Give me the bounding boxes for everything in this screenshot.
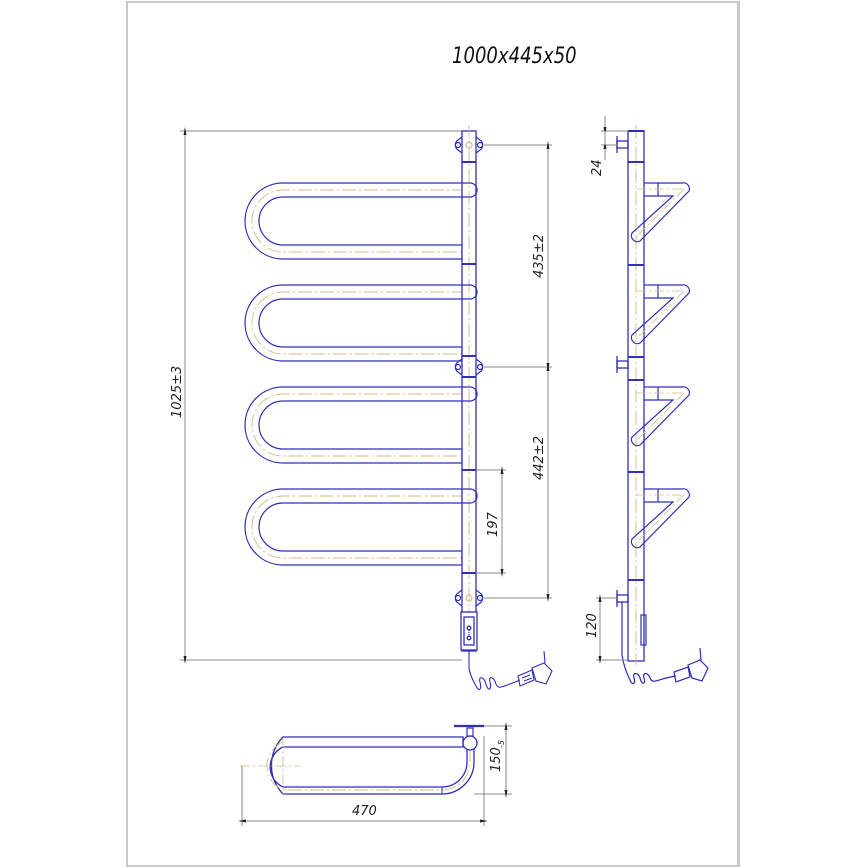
loop-4	[244, 488, 478, 566]
heater-control-box	[460, 611, 478, 651]
dim-side-bottom-label: 120	[585, 613, 600, 638]
side-arms	[630, 182, 690, 549]
top-loop	[240, 724, 484, 796]
side-arm-4	[630, 488, 690, 549]
top-view: 150 -5 470	[238, 722, 512, 826]
loop-1	[244, 182, 478, 260]
drawing-title: 1000x445x50	[452, 44, 577, 69]
dim-loop-pitch-label: 197	[486, 511, 501, 537]
side-riser	[627, 125, 645, 665]
dim-top-depth-tolerance: -5	[497, 740, 506, 748]
dim-lower-spacing-label: 442±2	[532, 436, 547, 480]
dim-top-width-label: 470	[352, 804, 377, 819]
side-arm-3	[630, 386, 690, 447]
dim-upper-spacing-label: 435±2	[532, 234, 547, 278]
loop-2	[244, 284, 478, 362]
dimension-loop-pitch	[476, 466, 506, 577]
side-view: 24 120	[585, 116, 709, 685]
dimension-top-width	[238, 736, 488, 826]
dimension-side-bottom	[596, 594, 628, 664]
power-cord-front	[468, 650, 553, 691]
dim-top-depth-value: 150	[489, 747, 504, 772]
side-arm-1	[630, 182, 690, 243]
side-wall-mounts	[616, 136, 629, 607]
dimension-top-depth	[474, 722, 512, 798]
side-arm-2	[630, 284, 690, 345]
dim-side-top-label: 24	[590, 159, 605, 176]
wall-mount-bottom	[454, 589, 484, 607]
dimension-side-top	[601, 116, 628, 160]
riser-pipe	[461, 125, 478, 660]
dimension-overall-height	[180, 127, 462, 664]
towel-loops	[244, 182, 478, 566]
side-heater	[621, 602, 709, 685]
wall-mount-top	[454, 136, 484, 154]
dim-top-depth-label: 150 -5	[489, 740, 506, 772]
front-view: 1025±3	[170, 125, 553, 691]
drawing-frame	[126, 1, 740, 867]
dim-overall-height-label: 1025±3	[170, 366, 185, 418]
loop-3	[244, 386, 478, 464]
wall-mount-middle	[454, 358, 484, 376]
dimension-mount-spacing	[484, 141, 552, 602]
